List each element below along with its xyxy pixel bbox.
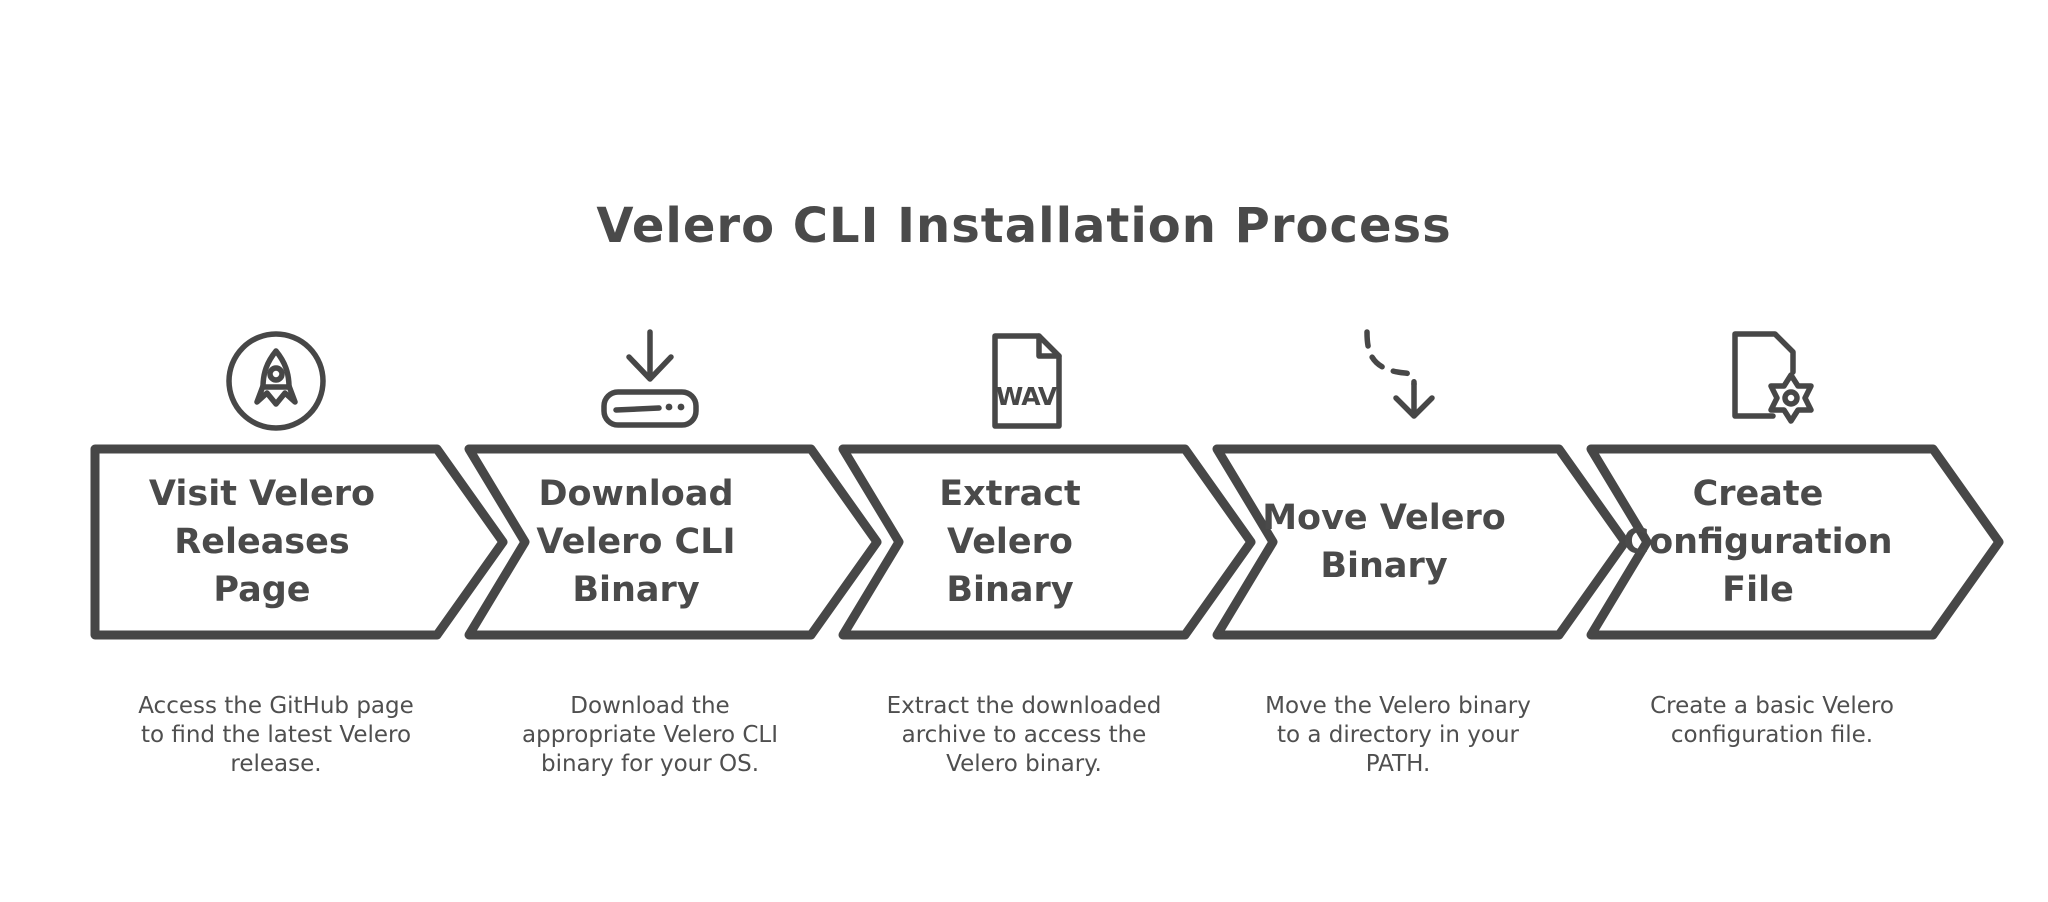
dashed-arrow-icon [1364,329,1435,419]
step-2-icon-cell [463,324,837,436]
process-flow: WAV [89,324,2004,779]
velero-installation-diagram: Velero CLI Installation Process [0,196,2048,902]
arrow-banner-shape [1212,444,1630,640]
arrow-banner-shape [464,444,882,640]
step-2-label: Download Velero CLI Binary [536,474,736,610]
download-icon [601,329,699,428]
icons-row: WAV [89,324,1959,436]
step-4-description: Move the Velero binary to a directory in… [1265,693,1531,777]
step-5-label: Create Configuration File [1623,474,1893,610]
step-4-icon-cell [1211,324,1585,436]
arrow-banner-shape [90,444,508,640]
step-5-icon-cell [1585,324,1959,436]
gear-icon [1768,372,1814,424]
step-3-description: Extract the downloaded archive to access… [886,693,1162,777]
wav-file-icon: WAV [992,333,1062,429]
step-1-icon-cell [89,324,463,436]
arrow-banner-shape [1586,444,2004,640]
rocket-icon [226,331,326,431]
step-banner-3: Extract Velero Binary [837,442,1256,642]
descriptions-row: Access the GitHub page to find the lates… [89,692,1959,779]
step-2-description: Download the appropriate Velero CLI bina… [522,693,778,777]
step-3-icon-cell: WAV [837,324,1211,436]
step-5-description: Create a basic Velero configuration file… [1650,693,1894,748]
diagram-title: Velero CLI Installation Process [596,198,1452,254]
step-banner-5: Create Configuration File [1585,442,2004,642]
step-1-description: Access the GitHub page to find the lates… [138,693,414,777]
step-banner-4: Move Velero Binary [1211,442,1630,642]
wav-file-label: WAV [996,382,1058,411]
config-file-icon [1732,331,1814,424]
step-1-label: Visit Velero Releases Page [148,474,376,610]
banners-row: Visit Velero Releases Page Download Vele… [89,442,2004,642]
step-3-label: Extract Velero Binary [939,474,1081,610]
step-banner-1: Visit Velero Releases Page [89,442,508,642]
arrow-banner-shape [838,444,1256,640]
step-4-label: Move Velero Binary [1262,498,1506,586]
step-banner-2: Download Velero CLI Binary [463,442,882,642]
